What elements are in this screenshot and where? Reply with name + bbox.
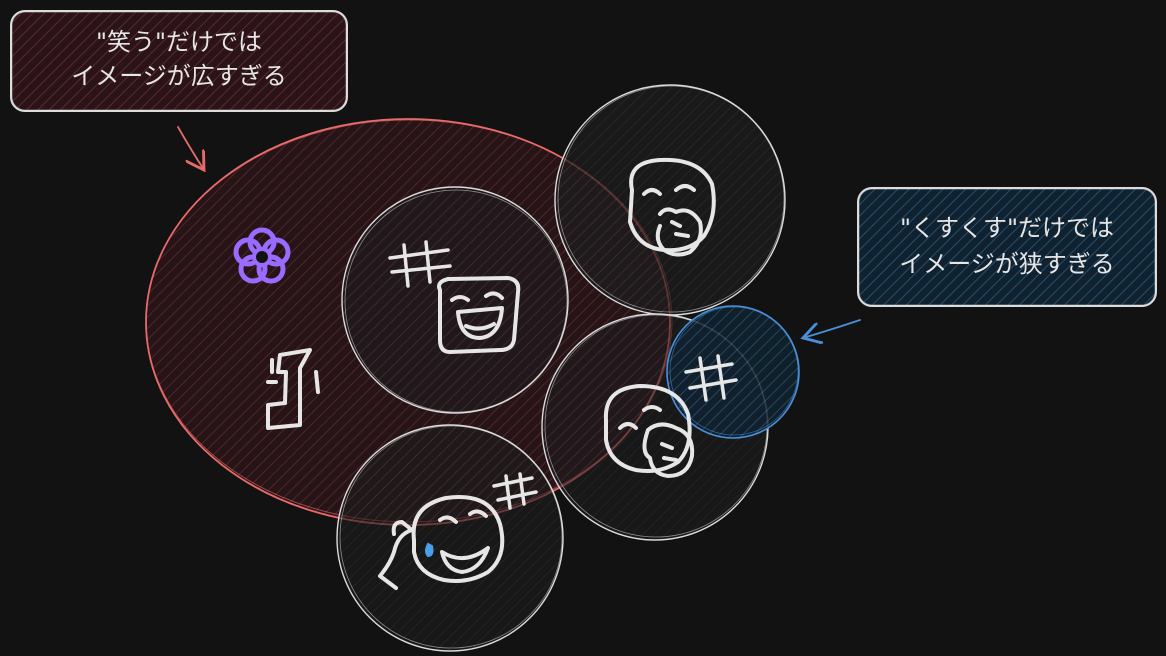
arrow-narrow <box>803 319 861 338</box>
callout-narrow: "くすくす"だけでは イメージが狭すぎる <box>857 187 1157 307</box>
set-circle-tears <box>336 424 564 652</box>
callout-broad-line1: "笑う"だけでは <box>96 28 262 56</box>
hatch-mark-icon-bottom <box>492 472 538 510</box>
callout-narrow-line2: イメージが狭すぎる <box>899 250 1115 278</box>
callout-broad-line2: イメージが広すぎる <box>71 62 287 90</box>
tear-drop-icon <box>425 542 434 558</box>
narrow-set-circle <box>666 305 800 439</box>
chuckling-face-icon <box>603 384 695 478</box>
callout-narrow-line1: "くすくす"だけでは <box>900 214 1114 242</box>
hatch-mark-icon-narrow <box>684 354 738 402</box>
standing-figure-icon <box>266 348 320 430</box>
giggling-face-icon <box>628 157 716 257</box>
laughing-with-tears-icon <box>378 495 505 590</box>
flower-icon <box>233 227 291 284</box>
laughing-face-icon <box>437 276 521 354</box>
arrow-broad <box>177 126 204 170</box>
callout-broad: "笑う"だけでは イメージが広すぎる <box>10 10 348 112</box>
set-circle-giggle <box>554 84 786 316</box>
hatch-mark-icon <box>388 240 452 288</box>
